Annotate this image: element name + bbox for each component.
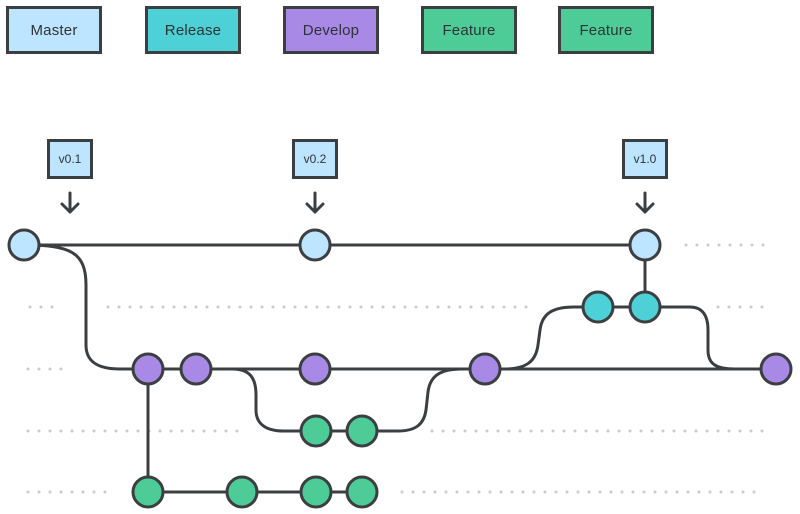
commit-develop	[759, 352, 793, 386]
feature-merge	[362, 367, 485, 433]
commit-develop	[298, 352, 332, 386]
legend-release: Release	[145, 6, 241, 54]
master-to-develop	[23, 243, 148, 371]
legend-feature-1: Feature	[421, 6, 517, 54]
commit-master-v0-2	[298, 228, 332, 262]
arrow-down-icon	[635, 191, 655, 214]
commit-feature	[299, 414, 333, 448]
arrow-down-icon	[60, 191, 80, 214]
commit-feature-2	[131, 475, 165, 509]
tag-v0-2: v0.2	[292, 139, 338, 179]
arrow-down-icon	[305, 191, 325, 214]
legend-release-label: Release	[164, 21, 222, 39]
release-merge	[645, 305, 776, 371]
legend-master: Master	[6, 6, 102, 54]
commit-release	[581, 290, 615, 324]
commit-master-v1-0	[628, 228, 662, 262]
legend-feature-1-label: Feature	[442, 21, 496, 39]
commit-master-v0-1	[7, 228, 41, 262]
legend-master-label: Master	[30, 21, 78, 39]
tag-v0-2-label: v0.2	[303, 152, 327, 166]
tag-v0-1-label: v0.1	[58, 152, 82, 166]
commit-develop	[179, 352, 213, 386]
legend-feature-2-label: Feature	[579, 21, 633, 39]
commit-feature-2	[299, 475, 333, 509]
commit-feature-2	[225, 475, 259, 509]
commit-feature	[345, 414, 379, 448]
legend-develop-label: Develop	[302, 21, 360, 39]
feature-branch-out	[196, 367, 316, 433]
commit-feature-2	[345, 475, 379, 509]
legend-feature-2: Feature	[558, 6, 654, 54]
legend-develop: Develop	[283, 6, 379, 54]
commits	[7, 228, 793, 509]
release-branch-out	[503, 305, 645, 371]
tag-arrows	[60, 191, 655, 214]
commit-release	[628, 290, 662, 324]
commit-develop	[131, 352, 165, 386]
lane-guides	[26, 243, 766, 494]
tag-v0-1: v0.1	[47, 139, 93, 179]
commit-develop	[468, 352, 502, 386]
tag-v1-0-label: v1.0	[633, 152, 657, 166]
tag-v1-0: v1.0	[622, 139, 668, 179]
